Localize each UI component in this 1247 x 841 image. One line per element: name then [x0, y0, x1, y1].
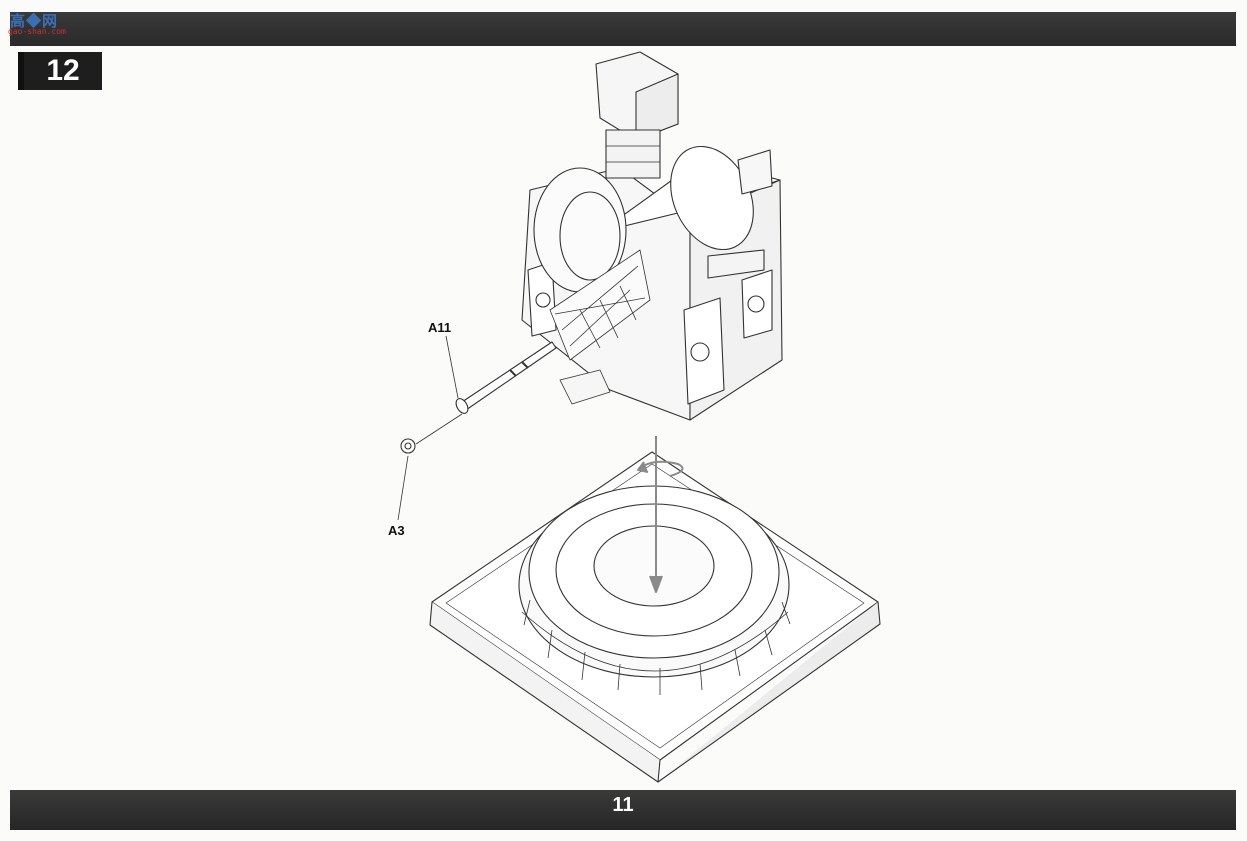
part-label-a11: A11 — [428, 320, 452, 335]
step-badge: 12 — [18, 52, 102, 90]
header-bar — [10, 12, 1236, 46]
turret-ring — [518, 485, 791, 695]
rotation-arrow-icon — [637, 436, 684, 593]
sensor-head — [595, 51, 679, 179]
gun-cradle — [549, 249, 651, 405]
page-number: 11 — [612, 794, 634, 816]
a11-leader-line — [445, 335, 459, 399]
radar-dish — [670, 145, 773, 279]
barrel-a11 — [455, 341, 557, 414]
part-label-a3: A3 — [388, 523, 405, 538]
a3-leader-line — [397, 455, 409, 521]
watermark-logo: 高◆网 gao-shan.com — [8, 10, 72, 36]
footer-bar: 11 — [10, 790, 1236, 830]
muzzle-a3 — [400, 413, 463, 454]
step-number: 12 — [46, 54, 80, 87]
watermark-url: gao-shan.com — [8, 27, 66, 36]
watermark-logo-text: 高◆网 — [10, 13, 59, 30]
